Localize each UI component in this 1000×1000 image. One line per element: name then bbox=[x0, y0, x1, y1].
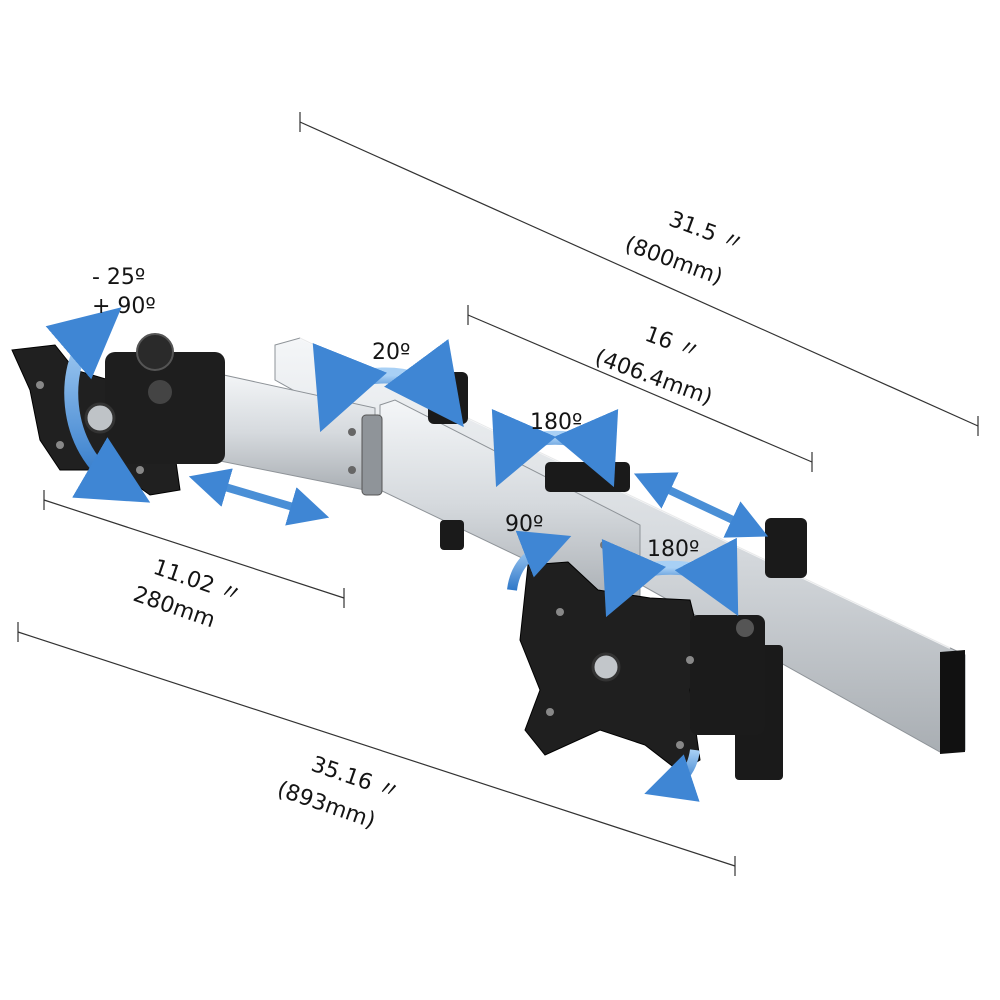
left-vesa-plate bbox=[11, 333, 225, 496]
rotation-arrow-icon bbox=[507, 530, 572, 591]
dim-line-extension bbox=[467, 314, 813, 463]
mid-clamp bbox=[545, 462, 630, 492]
rotation-arrow-icon bbox=[644, 749, 700, 802]
dim-line-overall bbox=[299, 121, 979, 427]
dim-line-short bbox=[43, 499, 345, 599]
joint-swivel-label: 20º bbox=[372, 340, 411, 365]
motion-arrows bbox=[45, 307, 769, 802]
right-swivel-label: 180º bbox=[647, 537, 700, 562]
tilt-minus-label: - 25º bbox=[92, 265, 146, 290]
swivel-arrow-icon bbox=[312, 339, 464, 433]
swivel-arrow-icon bbox=[491, 408, 619, 488]
right-rotation-label: 90º bbox=[505, 512, 544, 537]
rotation-arrow-icon bbox=[45, 307, 151, 503]
dimension-lines bbox=[17, 112, 979, 876]
dim-line-span bbox=[17, 631, 736, 867]
mid-swivel-label: 180º bbox=[530, 410, 583, 435]
swivel-arrow-icon bbox=[601, 537, 739, 618]
slide-arrow-icon bbox=[633, 472, 769, 538]
slide-arrow-icon bbox=[188, 468, 330, 526]
tilt-plus-label: + 90º bbox=[92, 294, 156, 319]
